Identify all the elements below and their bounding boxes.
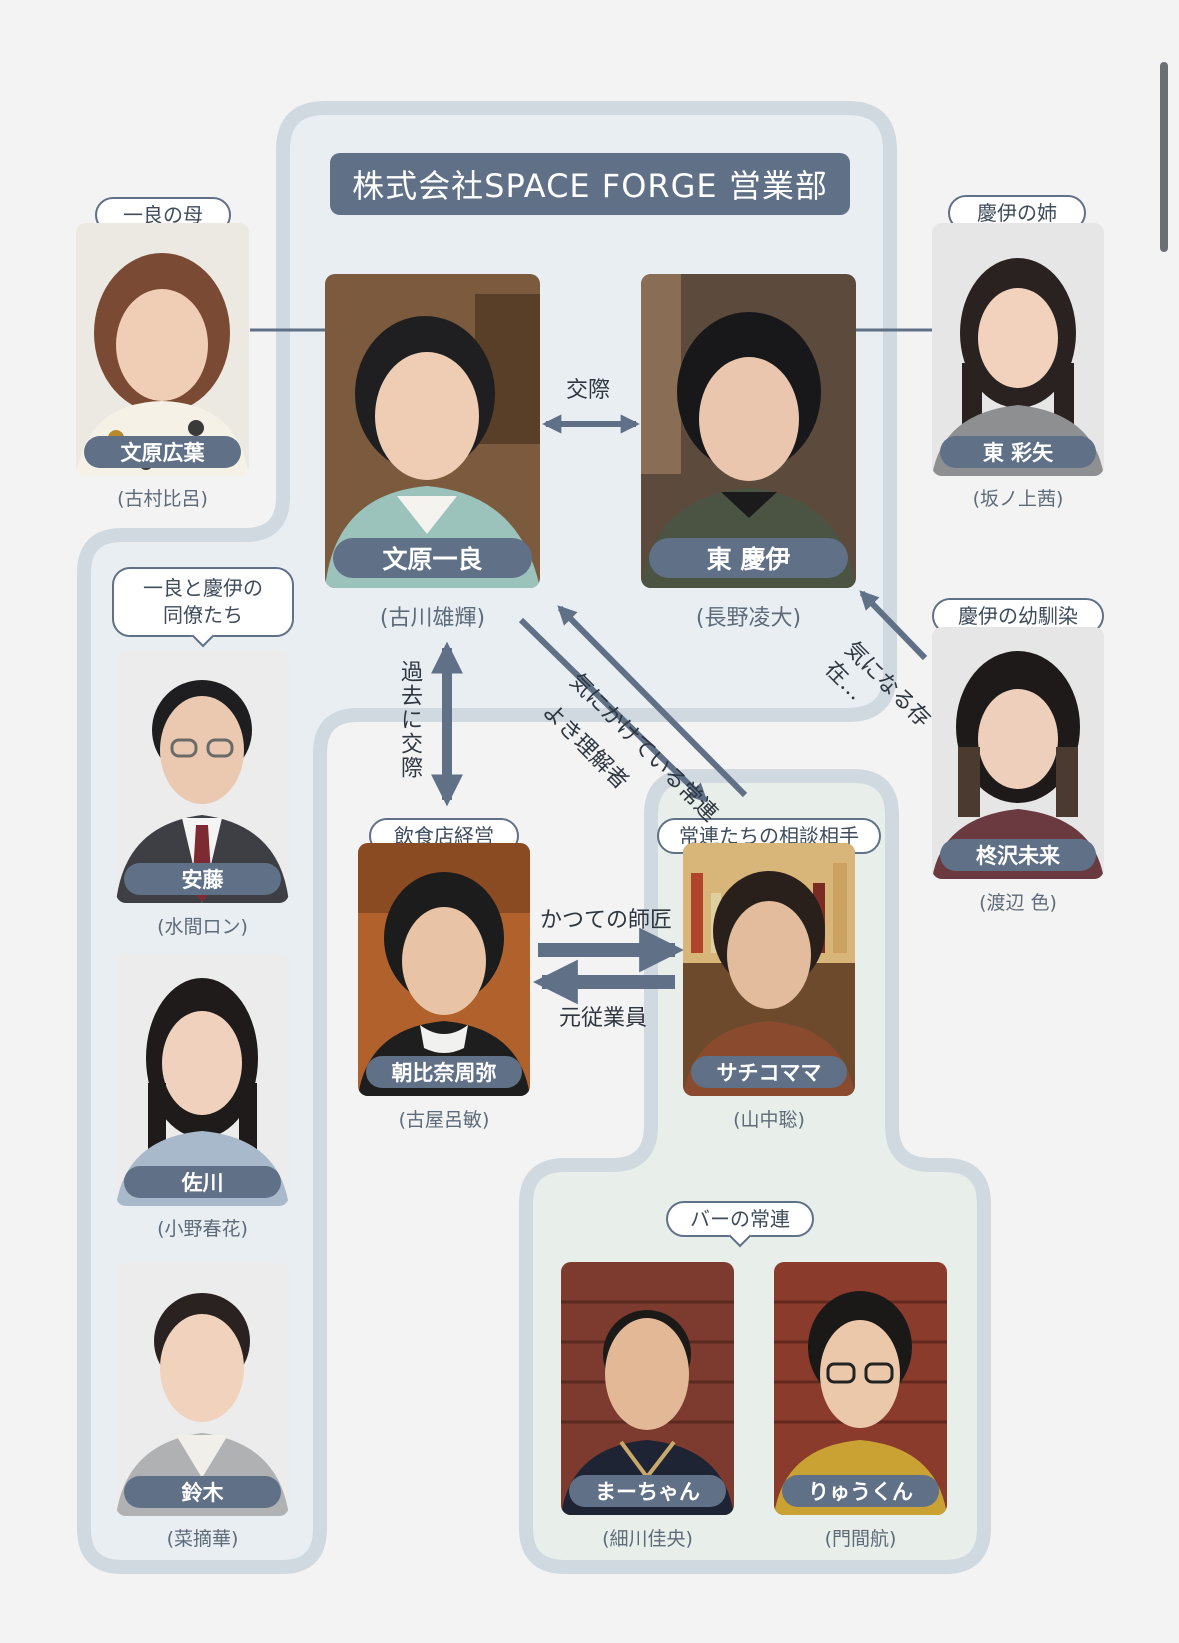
- machan-actor: (細川佳央): [602, 1528, 693, 1550]
- suzuki-card[interactable]: 鈴木: [116, 1263, 289, 1516]
- sachiko-actor: (山中聡): [733, 1109, 805, 1131]
- sagawa-card[interactable]: 佐川: [116, 953, 289, 1206]
- machan-name: まーちゃん: [569, 1475, 726, 1507]
- scrollbar[interactable]: [1160, 62, 1168, 252]
- regulars-tag: バーの常連: [666, 1201, 814, 1237]
- sagawa-name: 佐川: [124, 1166, 281, 1198]
- kazura-actor: (古川雄輝): [379, 606, 486, 631]
- machan-photo: [561, 1262, 734, 1515]
- ryukun-name: りゅうくん: [782, 1475, 939, 1507]
- saya-actor: (坂ノ上茜): [972, 488, 1064, 510]
- kei-card[interactable]: 東 慶伊: [641, 274, 856, 588]
- worried-regular-arrow: [557, 605, 748, 798]
- colleagues-tag-line2: 同僚たち: [163, 603, 243, 627]
- colleagues-tag-line1: 一良と慶伊の: [143, 576, 263, 600]
- former-mentor-label: かつての師匠: [540, 908, 673, 933]
- sachiko-photo: [683, 843, 855, 1096]
- past-dating-label: 過去に交際: [397, 660, 422, 780]
- hiroha-actor: (古村比呂): [117, 488, 208, 510]
- asahina-card[interactable]: 朝比奈周弥: [358, 843, 530, 1096]
- former-employee-label: 元従業員: [559, 1006, 648, 1031]
- machan-card[interactable]: まーちゃん: [561, 1262, 734, 1515]
- kazura-name: 文原一良: [333, 538, 532, 578]
- ryukun-card[interactable]: りゅうくん: [774, 1262, 947, 1515]
- sachiko-name: サチコママ: [691, 1056, 847, 1088]
- curious-presence-arrow: [859, 590, 928, 661]
- saya-name: 東 彩矢: [940, 436, 1096, 468]
- kazura-card[interactable]: 文原一良: [325, 274, 540, 588]
- company-department-title: 株式会社SPACE FORGE 営業部: [330, 153, 850, 215]
- dating-label: 交際: [566, 378, 611, 403]
- sagawa-photo: [116, 953, 289, 1206]
- hiirazawa-name: 柊沢未来: [940, 839, 1096, 871]
- ando-actor: (水間ロン): [157, 916, 248, 938]
- asahina-name: 朝比奈周弥: [366, 1056, 522, 1088]
- hiroha-photo: [76, 223, 249, 476]
- suzuki-photo: [116, 1263, 289, 1516]
- kei-actor: (長野凌大): [695, 606, 802, 631]
- good-understander-arrow: [518, 617, 708, 803]
- hiirazawa-card[interactable]: 柊沢未来: [932, 627, 1104, 879]
- sagawa-actor: (小野春花): [157, 1218, 248, 1240]
- asahina-photo: [358, 843, 530, 1096]
- ando-name: 安藤: [124, 863, 281, 895]
- hiirazawa-actor: (渡辺 色): [979, 892, 1057, 914]
- suzuki-actor: (菜摘華): [166, 1528, 239, 1550]
- suzuki-name: 鈴木: [124, 1476, 281, 1508]
- saya-card[interactable]: 東 彩矢: [932, 223, 1104, 476]
- sachiko-card[interactable]: サチコママ: [683, 843, 855, 1096]
- colleagues-tag: 一良と慶伊の 同僚たち: [112, 567, 294, 637]
- hiroha-name: 文原広葉: [84, 436, 241, 468]
- asahina-actor: (古屋呂敏): [398, 1109, 490, 1131]
- kei-name: 東 慶伊: [649, 538, 848, 578]
- ryukun-actor: (門間航): [824, 1528, 897, 1550]
- hiroha-card[interactable]: 文原広葉: [76, 223, 249, 476]
- kei-photo: [641, 274, 856, 588]
- hiirazawa-photo: [932, 627, 1104, 879]
- ando-card[interactable]: 安藤: [116, 650, 289, 903]
